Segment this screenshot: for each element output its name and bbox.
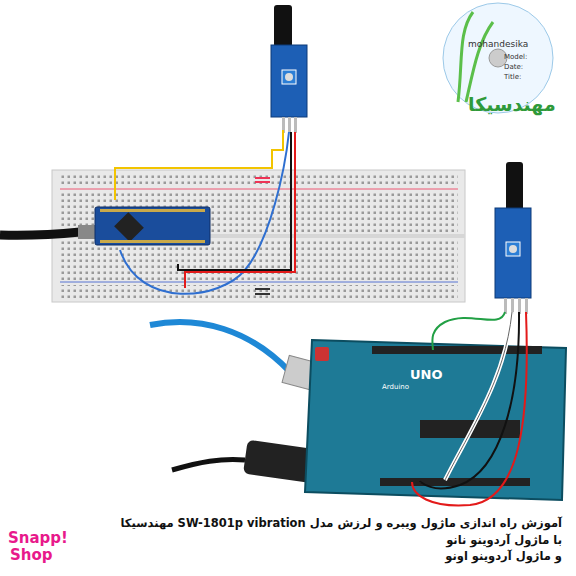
- caption-line: و ماژول آردوینو اونو: [445, 550, 562, 563]
- white-wire: [445, 312, 512, 480]
- caption-line: با ماژول آردوینو نانو: [446, 534, 562, 547]
- usb-cable: [0, 232, 80, 235]
- red-wire: [412, 312, 527, 505]
- disc-logo: مهندسیکا: [468, 94, 556, 115]
- disc-field: Title:: [504, 74, 521, 82]
- red-wire: [185, 132, 295, 288]
- caption: آموزش راه اندازی ماژول ویبره و لرزش مدل …: [121, 517, 562, 530]
- vibration-sensor: [274, 5, 292, 47]
- cd-disc: mohandesikaModel: Date: Title: مهندسیکا: [438, 2, 572, 130]
- black-wire: [420, 312, 519, 488]
- power-cable: [172, 459, 245, 470]
- usb-cable: [150, 322, 290, 372]
- uno-board: UNOArduino: [312, 340, 562, 495]
- green-wire: [432, 312, 505, 350]
- breadboard: [52, 170, 465, 302]
- black-wire: [178, 132, 291, 270]
- shop-logo: Snapp!: [8, 530, 68, 547]
- disc-field: Date:: [504, 64, 523, 72]
- board-brand: Arduino: [382, 384, 409, 392]
- disc-brand: mohandesika: [468, 40, 528, 50]
- sensor-module: [495, 208, 531, 298]
- disc-field: Model:: [504, 54, 527, 62]
- vibration-sensor: [506, 162, 523, 214]
- shop-logo: Shop: [10, 547, 53, 564]
- board-model: UNO: [410, 368, 443, 382]
- arduino-nano: [95, 207, 210, 245]
- yellow-wire: [115, 130, 283, 200]
- sensor-module: [271, 45, 307, 117]
